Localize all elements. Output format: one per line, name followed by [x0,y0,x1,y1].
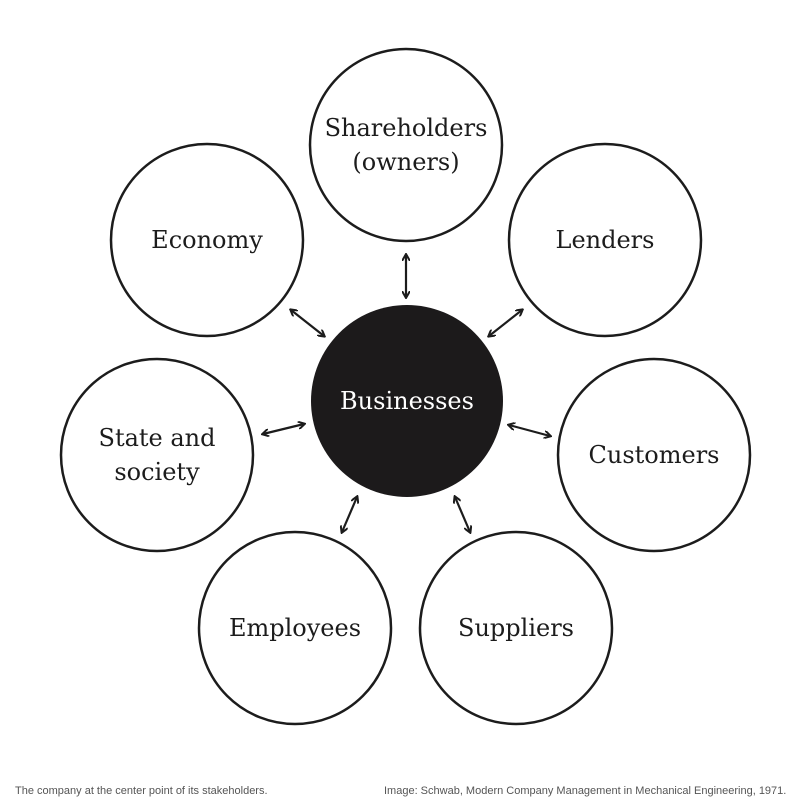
employees-label: Employees [229,614,361,642]
lenders-arrow [489,310,522,336]
shareholders-label: (owners) [352,148,459,176]
shareholders-label: Shareholders [325,114,488,142]
economy-circle [109,142,305,338]
economy-arrow [291,310,324,336]
businesses-circle [311,305,503,497]
employees-circle [197,530,393,726]
businesses-label: Businesses [340,387,474,415]
suppliers-circle [418,530,614,726]
state-arrow [263,424,304,434]
employees-arrow [342,497,357,532]
stakeholder-diagram: Shareholders (owners) Economy LendersState … [59,47,752,726]
state-label: society [114,458,200,486]
shareholders-circle [308,47,504,243]
caption-text: The company at the center point of its s… [15,785,268,797]
state-label: State and [99,424,216,452]
customers-arrow [509,425,550,436]
customers-label: Customers [589,441,720,469]
suppliers-arrow [455,497,470,532]
customers-circle [556,357,752,553]
lenders-label: Lenders [556,226,655,254]
suppliers-label: Suppliers [458,614,574,642]
image-credit: Image: Schwab, Modern Company Management… [384,785,787,797]
economy-label: Economy [151,226,263,254]
state-circle [59,357,255,553]
lenders-circle [507,142,703,338]
